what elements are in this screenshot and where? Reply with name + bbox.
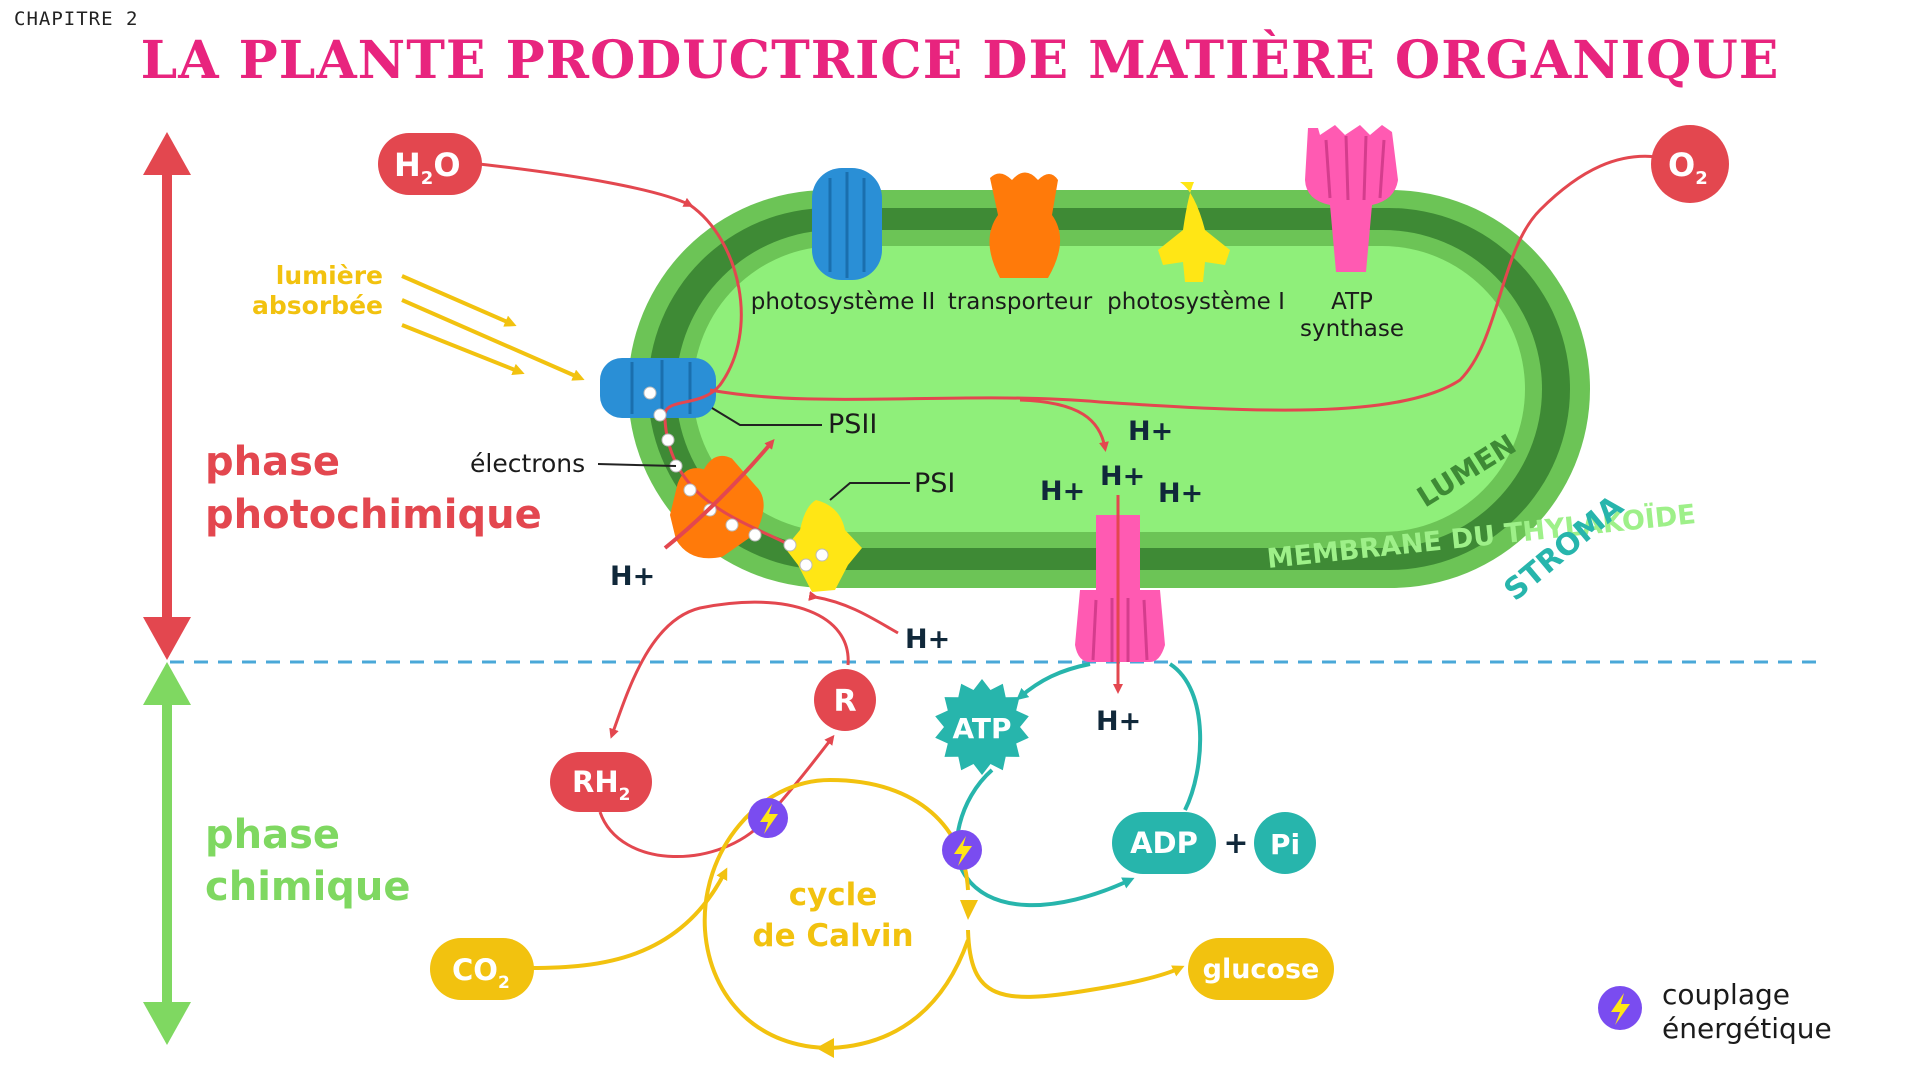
h2o-molecule: H2O [378,133,482,195]
calvin-label-2: de Calvin [752,918,913,954]
coupling-icon-atp-cycle [942,830,982,870]
legend-text-2: énergétique [1662,1012,1832,1045]
phase-chemical-label-1: phase [205,812,340,858]
calvin-label-1: cycle [789,877,878,913]
electrons-leader [597,463,677,467]
phase-photochemical-label-1: phase [205,439,340,485]
co2-entry-path [529,867,728,970]
calvin-arrow-2 [816,1038,834,1058]
svg-text:CO2: CO2 [452,953,510,993]
r-to-rh2-path [609,600,850,739]
thylakoid [628,190,1590,588]
glucose-molecule: glucose [1188,938,1334,1000]
photosystem-i-protein [1158,182,1230,282]
photosystem-ii-protein [812,168,882,280]
transporter-protein [989,172,1061,278]
legend-text-1: couplage [1662,978,1790,1011]
light-rays [401,274,585,381]
svg-text:O2: O2 [1668,146,1708,189]
ps1-protein-label: photosystème I [1107,289,1285,315]
chapter-label: CHAPITRE 2 [14,8,139,30]
adp-molecule: ADP [1112,812,1216,874]
psi-label: PSI [914,468,955,499]
svg-text:H+: H+ [1096,706,1141,737]
atp-synthase-label-1: ATP [1331,289,1373,315]
legend: couplage énergétique [1598,978,1832,1045]
r-molecule: R [814,669,876,731]
calvin-cycle-loop [702,777,970,1051]
atp-synthase-protein [1305,125,1398,272]
atp-release-path [1016,662,1091,701]
page-title: LA PLANTE PRODUCTRICE DE MATIÈRE ORGANIQ… [140,30,1780,91]
o2-molecule: O2 [1651,125,1729,203]
glucose-exit-path [966,929,1185,999]
light-label-1: lumière [276,261,383,290]
rh2-to-r-path [598,734,835,858]
chemical-phase-arrow [143,662,191,1045]
atp-to-calvin-path [954,768,1135,908]
proton-labels: H+ H+ H+ H+ H+ H+ H+ [610,416,1203,737]
co2-molecule: CO2 [430,938,534,1000]
electron-flow-path [663,203,791,547]
svg-text:Pi: Pi [1270,828,1300,861]
proton-transporter-arrow [663,438,775,550]
phase-photochemical-label-2: photochimique [205,492,542,538]
svg-text:R: R [833,684,856,719]
svg-text:glucose: glucose [1203,954,1320,985]
svg-text:ADP: ADP [1130,826,1198,860]
svg-text:H+: H+ [1128,416,1173,447]
rh2-molecule: RH2 [550,752,652,812]
photochemical-phase-arrow [143,132,191,660]
svg-text:H+: H+ [1100,461,1145,492]
atp-production-path [1168,662,1203,811]
psi-leader [829,482,910,501]
o2-path [709,154,1665,412]
svg-text:H+: H+ [1040,476,1085,507]
pi-molecule: Pi [1254,812,1316,874]
psii-leader [711,407,822,426]
hplus-join-arrow [808,591,899,635]
svg-text:H2O: H2O [394,146,461,189]
coupling-icon-red-cycle [748,798,788,838]
phase-chemical-label-2: chimique [205,864,411,910]
atp-synthase-label-2: synthase [1300,316,1404,342]
psii-label: PSII [828,409,877,440]
light-label-2: absorbée [252,291,383,320]
ps2-protein-label: photosystème II [751,289,936,315]
svg-text:RH2: RH2 [572,765,630,805]
svg-text:ATP: ATP [952,712,1011,745]
electrons-label: électrons [470,449,585,478]
svg-text:H+: H+ [905,624,950,655]
plus-sign: + [1223,826,1248,861]
svg-text:H+: H+ [1158,478,1203,509]
calvin-arrow-1 [960,900,978,920]
svg-text:H+: H+ [610,561,655,592]
proton-to-lumen-path [1019,398,1109,452]
water-path [469,161,694,207]
atp-star: ATP [935,679,1029,775]
transporter-protein-label: transporteur [948,289,1093,315]
